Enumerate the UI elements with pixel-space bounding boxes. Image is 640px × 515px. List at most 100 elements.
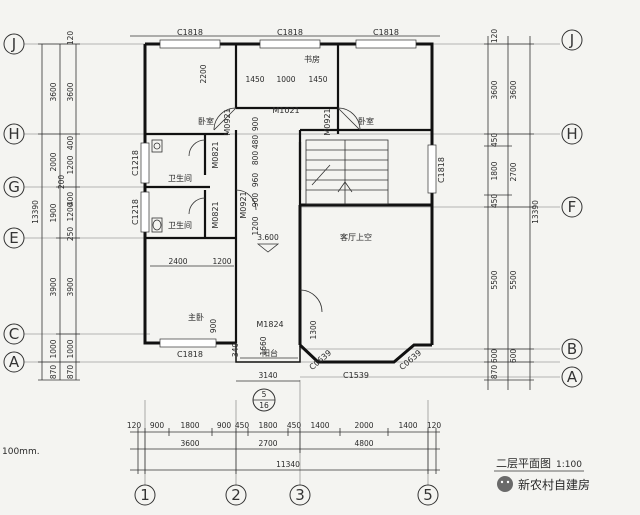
drawing-title: 二层平面图 bbox=[496, 457, 551, 470]
bottom-dim: 3600 bbox=[180, 439, 199, 448]
window-label-top-mid: C1818 bbox=[277, 28, 303, 37]
axis-H-left: H bbox=[8, 125, 19, 143]
bottom-total-dim: 11340 bbox=[276, 460, 300, 469]
left-dim: 400 bbox=[66, 136, 75, 151]
axis-J-left: J bbox=[11, 35, 16, 53]
inner-dim: 2400 bbox=[168, 257, 187, 266]
drawing-scale: 1:100 bbox=[556, 460, 582, 470]
left-dim-small: 400 bbox=[66, 192, 75, 207]
window-c1218-1 bbox=[140, 142, 150, 184]
inner-dim: 3140 bbox=[258, 371, 277, 380]
bottom-dim: 1400 bbox=[398, 421, 417, 430]
door-label-m1824: M1824 bbox=[256, 320, 283, 329]
axis-A-left: A bbox=[9, 353, 20, 371]
axis-A-right: A bbox=[567, 368, 578, 386]
section-mark: 5 16 bbox=[252, 388, 276, 412]
axis-H-right: H bbox=[566, 125, 577, 143]
door-label-m0921a: M0921 bbox=[223, 108, 232, 135]
right-dim: 5500 bbox=[509, 270, 518, 289]
axis-F-right: F bbox=[568, 198, 577, 216]
room-bath-2: 卫生间 bbox=[168, 220, 192, 230]
bathroom-fixtures bbox=[151, 139, 163, 233]
inner-dim: 1660 bbox=[259, 336, 268, 355]
right-dim: 3600 bbox=[490, 80, 499, 99]
windows bbox=[140, 39, 437, 348]
door-label-m0821a: M0821 bbox=[211, 141, 220, 168]
bottom-dim: 1400 bbox=[310, 421, 329, 430]
room-bedroom-left: 卧室 bbox=[198, 116, 214, 126]
inner-dim: 1000 bbox=[276, 75, 295, 84]
inner-dim: 900 bbox=[209, 319, 218, 334]
window-label-left-2: C1218 bbox=[131, 199, 140, 225]
left-dimensions: 13390 3600 2000 1900 3900 1000 870 3600 … bbox=[31, 31, 80, 381]
right-total-dim: 13390 bbox=[531, 200, 540, 224]
left-dim: 1000 bbox=[66, 339, 75, 358]
door-label-m0921c: M0921 bbox=[239, 191, 248, 218]
inner-dim: 900 bbox=[251, 193, 260, 208]
room-master: 主卧 bbox=[188, 312, 204, 322]
left-dim: 3900 bbox=[66, 277, 75, 296]
window-label-bay-right: C0639 bbox=[398, 348, 424, 372]
bottom-dim: 1800 bbox=[258, 421, 277, 430]
inner-dim: 340 bbox=[231, 343, 240, 358]
window-c1818-bottom bbox=[159, 338, 217, 348]
left-dim: 3600 bbox=[66, 82, 75, 101]
left-dim: 1200 bbox=[66, 202, 75, 221]
left-dim: 2000 bbox=[49, 152, 58, 171]
window-label-bottom: C1818 bbox=[177, 350, 203, 359]
window-c1818-right bbox=[427, 144, 437, 194]
watermark-text: 新农村自建房 bbox=[518, 477, 590, 492]
window-c1218-2 bbox=[140, 191, 150, 233]
left-dim: 3600 bbox=[49, 82, 58, 101]
right-dim: 5500 bbox=[490, 270, 499, 289]
inner-dim: 800 bbox=[251, 151, 260, 166]
axis-2-bottom: 2 bbox=[231, 486, 241, 504]
left-dim: 1200 bbox=[66, 155, 75, 174]
window-label-bay-left: C0639 bbox=[308, 348, 334, 372]
section-num: 5 bbox=[262, 390, 267, 399]
left-dim-small: 120 bbox=[66, 31, 75, 46]
bottom-dim: 2700 bbox=[258, 439, 277, 448]
interior-dimensions: 2200 1450 1000 1450 900 480 800 960 900 … bbox=[150, 64, 328, 382]
bottom-dim: 900 bbox=[150, 421, 165, 430]
bottom-dim: 120 bbox=[127, 421, 142, 430]
left-dim-small: 200 bbox=[57, 175, 66, 190]
room-bath-1: 卫生间 bbox=[168, 173, 192, 183]
window-c1818-top-right bbox=[355, 39, 417, 49]
bottom-dimensions: 120 900 1800 900 450 1800 450 1400 2000 … bbox=[127, 421, 442, 474]
axis-C-left: C bbox=[9, 325, 19, 343]
staircase bbox=[305, 139, 389, 205]
left-dim: 870 bbox=[49, 365, 58, 380]
inner-dim: 1200 bbox=[251, 216, 260, 235]
door-label-m0921b: M0921 bbox=[323, 108, 332, 135]
axis-5-bottom: 5 bbox=[423, 486, 433, 504]
window-label-right: C1818 bbox=[437, 157, 446, 183]
bottom-dim: 4800 bbox=[354, 439, 373, 448]
room-bedroom-right: 卧室 bbox=[358, 116, 374, 126]
room-study: 书房 bbox=[304, 54, 320, 64]
axis-E-left: E bbox=[9, 229, 18, 247]
window-c1818-top-mid bbox=[259, 39, 321, 49]
axis-1-bottom: 1 bbox=[140, 486, 150, 504]
left-dim: 870 bbox=[66, 365, 75, 380]
inner-dim: 1200 bbox=[212, 257, 231, 266]
right-dim: 2700 bbox=[509, 162, 518, 181]
right-dim: 870 bbox=[490, 365, 499, 380]
inner-dim: 1450 bbox=[308, 75, 327, 84]
window-label-top-left: C1818 bbox=[177, 28, 203, 37]
unit-note: 100mm. bbox=[2, 447, 40, 457]
bottom-dim: 120 bbox=[427, 421, 442, 430]
room-void: 客厅上空 bbox=[340, 232, 372, 242]
window-c1818-top-left bbox=[159, 39, 221, 49]
bottom-dim: 450 bbox=[235, 421, 250, 430]
watermark: 新农村自建房 bbox=[497, 476, 590, 492]
bottom-dim: 2000 bbox=[354, 421, 373, 430]
right-dimensions: 120 3600 450 1800 450 5500 600 870 3600 … bbox=[484, 29, 540, 390]
right-dim: 450 bbox=[490, 194, 499, 209]
inner-dim: 1300 bbox=[309, 320, 318, 339]
left-dim: 1000 bbox=[49, 339, 58, 358]
right-dim: 120 bbox=[490, 29, 499, 44]
inner-dim: 1450 bbox=[245, 75, 264, 84]
left-dim: 3900 bbox=[49, 277, 58, 296]
